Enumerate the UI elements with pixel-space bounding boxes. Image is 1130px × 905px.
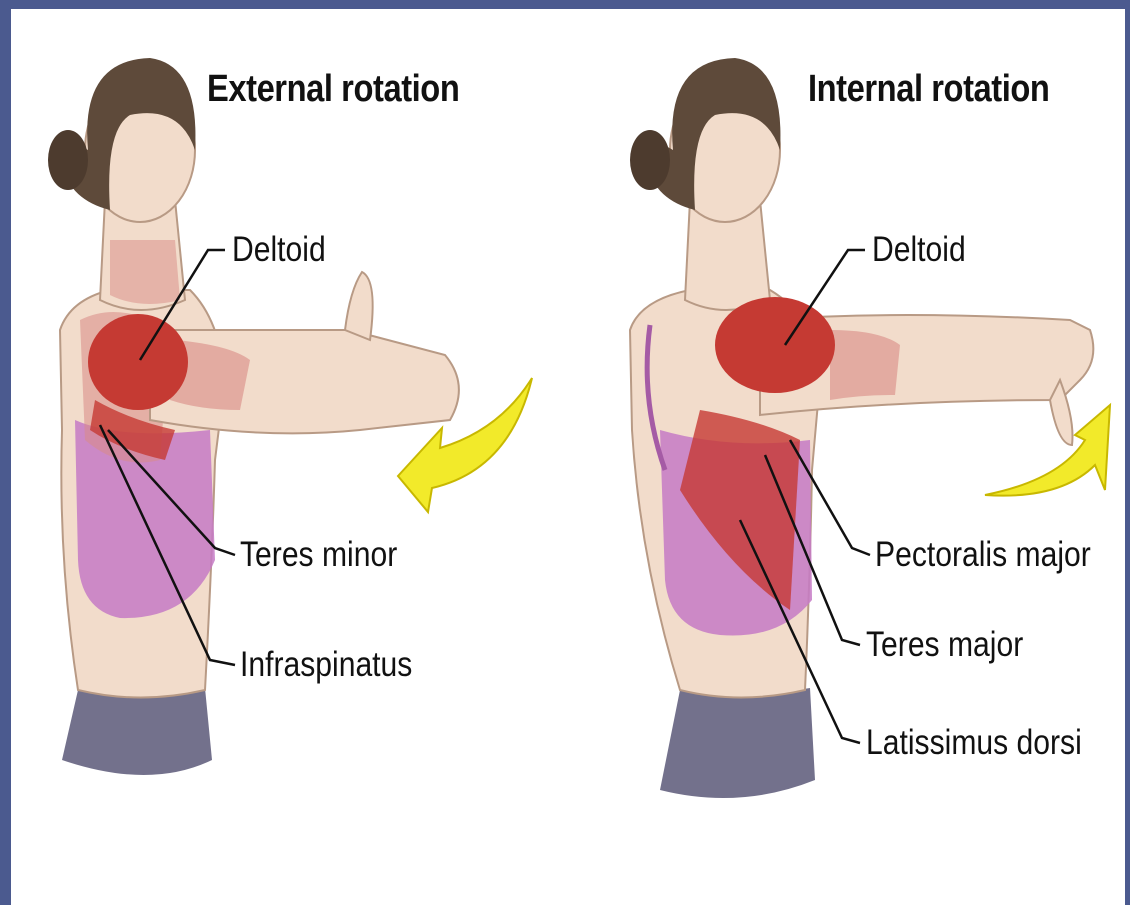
title-external-rotation: External rotation: [207, 68, 459, 111]
shorts-left: [62, 688, 212, 775]
thumb-left: [345, 272, 373, 340]
hair-bun-left: [48, 130, 88, 190]
rotation-arrow-right: [985, 405, 1110, 496]
label-pectoralis-major: Pectoralis major: [875, 535, 1091, 575]
hair-bun-right: [630, 130, 670, 190]
label-teres-major: Teres major: [866, 625, 1023, 665]
forearm-muscle-right: [830, 330, 900, 400]
label-teres-minor: Teres minor: [240, 535, 397, 575]
label-deltoid-left: Deltoid: [232, 230, 326, 270]
label-infraspinatus: Infraspinatus: [240, 645, 412, 685]
deltoid-muscle-left: [88, 314, 188, 410]
label-deltoid-right: Deltoid: [872, 230, 966, 270]
label-latissimus-dorsi: Latissimus dorsi: [866, 723, 1082, 763]
figure-internal-rotation: [630, 58, 1110, 798]
shorts-right: [660, 688, 815, 798]
deltoid-muscle-right: [715, 297, 835, 393]
title-internal-rotation: Internal rotation: [808, 68, 1049, 111]
neck-muscles-left: [110, 240, 180, 304]
